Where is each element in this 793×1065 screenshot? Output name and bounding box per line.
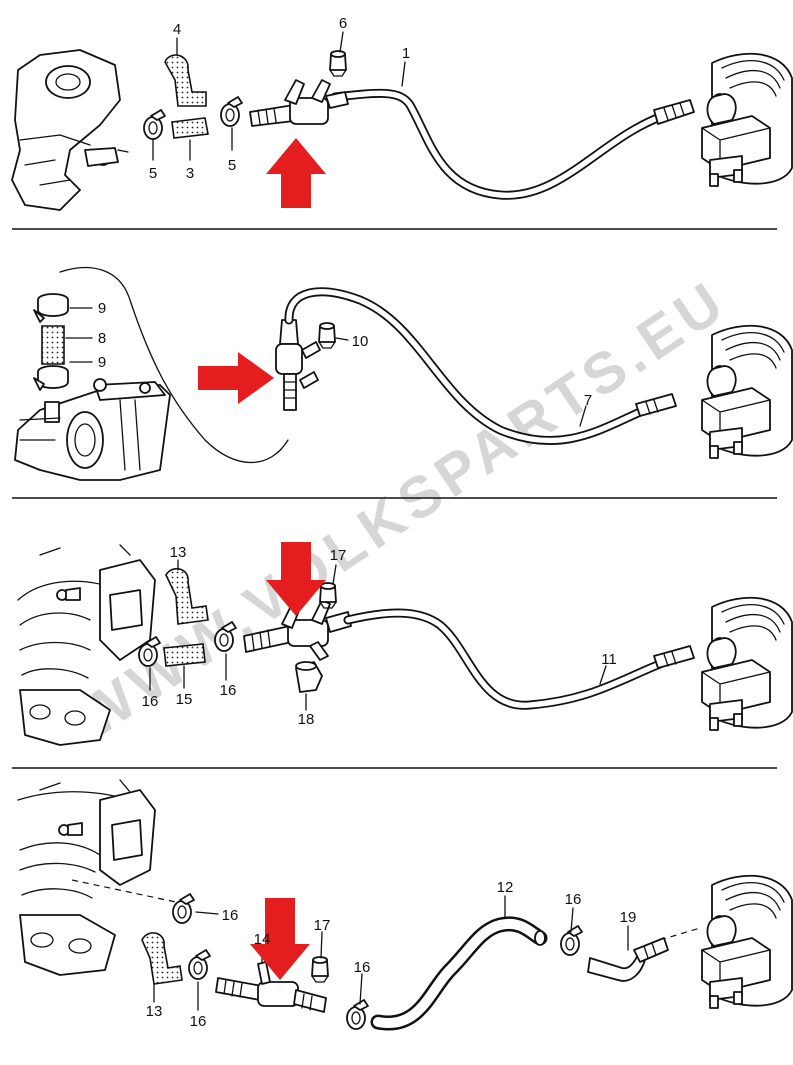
cap-icon: [311, 956, 329, 983]
engine-block-icon: [17, 544, 156, 746]
callout-13: 13: [170, 544, 187, 561]
callout-19: 19: [620, 909, 637, 926]
valve-icon: [295, 661, 323, 693]
red-arrow-icon: [266, 542, 326, 616]
red-arrow-icon: [266, 138, 326, 208]
callout-13b: 13: [146, 1003, 163, 1020]
callout-6: 6: [339, 15, 347, 32]
engine-block-icon: [14, 378, 171, 481]
callout-12: 12: [497, 879, 514, 896]
callout-3: 3: [186, 165, 194, 182]
clamp-icon: [143, 109, 166, 140]
section-1: 1 4 6 5 3 5: [11, 15, 793, 211]
callout-10: 10: [352, 333, 369, 350]
callout-16b: 16: [220, 682, 237, 699]
callout-7: 7: [584, 392, 592, 409]
section-3: 13 16 15 16 17 18 11: [17, 542, 793, 746]
engine-block-icon: [11, 49, 129, 211]
callout-17b: 17: [314, 917, 331, 934]
callout-1: 1: [402, 45, 410, 62]
callout-16a: 16: [142, 693, 159, 710]
section-2: 9 8 9 10 7: [14, 266, 793, 481]
callout-4: 4: [173, 21, 181, 38]
callout-14: 14: [254, 931, 271, 948]
callout-16e: 16: [354, 959, 371, 976]
callout-5a: 5: [149, 165, 157, 182]
callout-18: 18: [298, 711, 315, 728]
callout-11: 11: [601, 651, 617, 668]
callout-8: 8: [98, 330, 106, 347]
cap-icon: [318, 322, 336, 349]
clamp-icon: [33, 365, 69, 391]
section-4: 16 13 16 14 17 16 12 16 19: [17, 779, 793, 1031]
cap-icon: [329, 50, 347, 77]
red-arrow-icon: [198, 352, 274, 404]
callout-16d: 16: [190, 1013, 207, 1030]
callout-5b: 5: [228, 157, 236, 174]
callout-15: 15: [176, 691, 193, 708]
callout-16f: 16: [565, 891, 582, 908]
clamp-icon: [33, 293, 69, 323]
clamp-icon: [346, 999, 369, 1030]
callout-9b: 9: [98, 354, 106, 371]
callout-17: 17: [330, 547, 347, 564]
callout-16c: 16: [222, 907, 239, 924]
clamp-icon: [188, 949, 211, 980]
clamp-icon: [172, 893, 195, 924]
callout-9a: 9: [98, 300, 106, 317]
engine-block-icon: [17, 779, 156, 976]
clamp-icon: [220, 96, 243, 127]
red-arrow-icon: [250, 898, 310, 980]
